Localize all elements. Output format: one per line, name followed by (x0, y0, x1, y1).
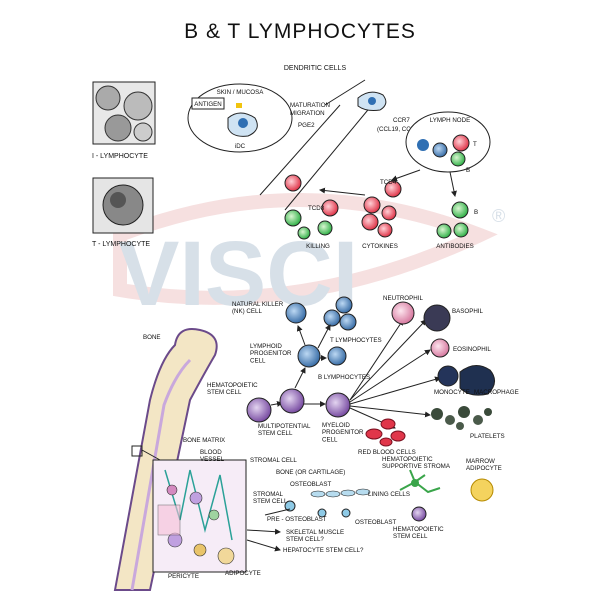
ccl-label: (CCL19, CCL21) (377, 126, 423, 133)
adipocyte-label: ADIPOCYTE (225, 570, 261, 577)
pericyte-label: PERICYTE (168, 573, 199, 580)
red-blood-cells (365, 418, 406, 447)
t-lymphocytes-label: T LYMPHOCYTES (330, 337, 382, 344)
basophil-cell (423, 304, 451, 332)
antibodies-label: ANTIBODIES (436, 243, 473, 250)
bone-label: BONE (143, 334, 161, 341)
bone-matrix-label: BONE MATRIX (183, 437, 225, 444)
supportive-stroma-cell (411, 479, 419, 487)
watermark-text: VISCI (118, 223, 358, 325)
neutrophil-label: NEUTROPHIL (383, 295, 423, 302)
macrophage-cell (459, 365, 495, 396)
skin-mucosa-label: SKIN / MUCOSA (217, 89, 265, 96)
lymph-node-b-cell (450, 151, 466, 167)
neutrophil-cell (391, 301, 415, 325)
multipotential-stem-cell (279, 388, 305, 414)
nk-label: NATURAL KILLER(NK) CELL (232, 301, 284, 315)
lining-cells-chain (310, 488, 371, 498)
lining-cells-label: LINING CELLS (368, 491, 410, 498)
migration-label: MIGRATION (290, 110, 325, 117)
b-lymphocyte-label: I - LYMPHOCYTE (92, 153, 148, 160)
t-lymphocyte-photo (92, 177, 154, 234)
antibodies-b-label: B (474, 209, 478, 216)
lymph-t-label: T (473, 141, 477, 148)
lymphoid-progenitor-cell (297, 344, 321, 368)
bone-cartilage-label: BONE (OR CARTILAGE) (276, 469, 345, 476)
tcd8-label: TCD8 (308, 205, 325, 212)
eosinophil-cell (430, 338, 450, 358)
tcd4-label: TCD4 (380, 179, 397, 186)
lymph-node (405, 111, 491, 173)
marrow-cells (157, 469, 235, 565)
pre-osteoblast-label: PRE - OSTEOBLAST (267, 516, 327, 523)
monocyte-label: MONOCYTE (434, 389, 470, 396)
watermark: VISCI ® (113, 193, 505, 325)
t-lymphocyte-label: T - LYMPHOCYTE (92, 241, 150, 248)
dendritic-cells-label: DENDRITIC CELLS (284, 65, 347, 72)
rbc-label: RED BLOOD CELLS (358, 449, 416, 456)
killing-label: KILLING (306, 243, 330, 250)
platelets (431, 406, 492, 430)
hepatocyte-label: HEPATOCYTE STEM CELL? (283, 547, 364, 554)
idc-label: iDC (235, 143, 246, 150)
platelets-label: PLATELETS (470, 433, 505, 440)
basophil-label: BASOPHIL (452, 308, 484, 315)
monocyte-cell (437, 365, 459, 387)
pge2-label: PGE2 (298, 122, 315, 129)
b-lymphocytes-label: B LYMPHOCYTES (318, 374, 370, 381)
b-lymphocyte-photo (92, 81, 156, 145)
maturation-label: MATURATION (290, 102, 330, 109)
nk-cell (285, 302, 307, 324)
hematopoietic-stem-cell (246, 397, 272, 423)
antigen-label: ANTIGEN (194, 101, 222, 108)
osteoblast-2-label: OSTEOBLAST (355, 519, 396, 526)
cytokines-label: CYTOKINES (362, 243, 398, 250)
stromal-cell-label: STROMAL CELL (250, 457, 297, 464)
watermark-registered: ® (492, 206, 505, 226)
lymph-node-t-cell (452, 134, 470, 152)
marrow-adipocyte-cell (470, 478, 494, 502)
osteoblast-label: OSTEOBLAST (290, 481, 331, 488)
lymph-b-label: B (466, 167, 470, 174)
lymph-node-dc (417, 139, 429, 151)
macrophage-label: MACROPHAGE (474, 389, 519, 396)
myeloid-progenitor-cell (325, 392, 351, 418)
eosinophil-label: EOSINOPHIL (453, 346, 491, 353)
lymph-node-label: LYMPH NODE (430, 117, 470, 124)
stromal-stem-cell (284, 500, 296, 512)
hema-stem-cell-bottom (411, 506, 427, 522)
page-title: B & T LYMPHOCYTES (184, 20, 416, 43)
ccr7-label: CCR7 (393, 117, 410, 124)
